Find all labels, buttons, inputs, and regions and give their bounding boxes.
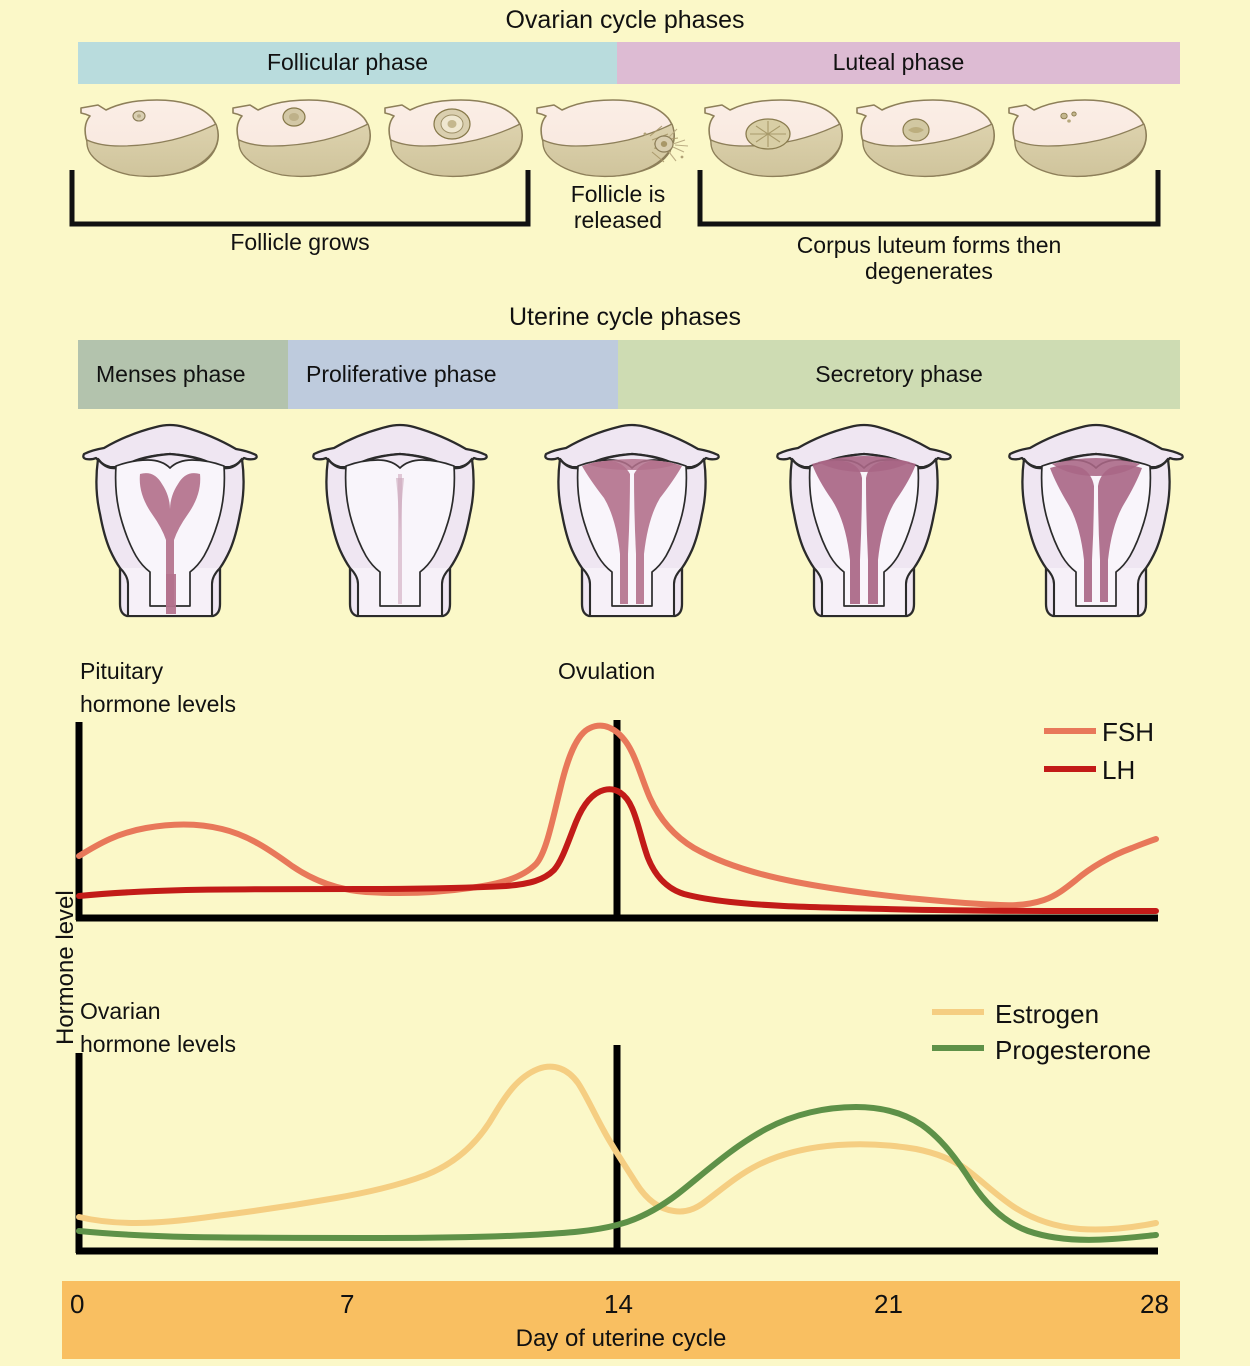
ovarian-legend-swatches xyxy=(932,1009,984,1051)
day-tick-0: 0 xyxy=(70,1289,85,1319)
day-tick-21: 21 xyxy=(874,1289,903,1319)
uterine-phase-bar: Menses phase Proliferative phase Secreto… xyxy=(78,340,1180,409)
day-tick-14: 14 xyxy=(604,1289,633,1319)
phase-secretory[interactable]: Secretory phase xyxy=(618,340,1180,409)
legend-progesterone-label: Progesterone xyxy=(995,1035,1152,1065)
uterus-stage-4-secretory-mid xyxy=(776,423,952,618)
ovary-stage-7 xyxy=(1008,99,1148,178)
uterus-stage-3-secretory-early xyxy=(544,423,720,618)
pituitary-chart-title: Pituitary hormone levels xyxy=(80,658,236,718)
uterus-illustration-row xyxy=(82,423,1184,618)
phase-luteal-label: Luteal phase xyxy=(832,49,965,76)
bracket-label-follicle-grows: Follicle grows xyxy=(230,229,370,255)
bracket-label-corpus-luteum: Corpus luteum forms then degenerates xyxy=(796,232,1062,284)
ovary-illustration-row xyxy=(80,99,1148,178)
ovary-stage-3 xyxy=(384,99,524,178)
legend-fsh-label: FSH xyxy=(1102,717,1154,747)
day-tick-7: 7 xyxy=(340,1289,355,1319)
ovarian-chart-title: Ovarian hormone levels xyxy=(80,998,236,1058)
pituitary-hormone-chart xyxy=(75,720,1159,922)
phase-follicular[interactable]: Follicular phase xyxy=(78,42,617,84)
ovarian-cycle-title: Ovarian cycle phases xyxy=(505,6,745,34)
ovary-stage-4 xyxy=(536,99,689,178)
series-progesterone-line xyxy=(76,1104,1159,1243)
uterus-stage-2-proliferative xyxy=(312,423,488,618)
series-lh-line xyxy=(76,786,1159,914)
legend-lh-label: LH xyxy=(1102,755,1136,785)
day-axis-bar: 0 7 14 21 28 Day of uterine cycle xyxy=(62,1281,1180,1359)
phase-proliferative[interactable]: Proliferative phase xyxy=(288,340,618,409)
series-fsh-line xyxy=(76,722,1159,909)
phase-menses[interactable]: Menses phase xyxy=(78,340,288,409)
uterine-cycle-title: Uterine cycle phases xyxy=(508,303,742,331)
ovary-stage-6 xyxy=(856,99,996,178)
ovary-stage-2 xyxy=(232,99,372,178)
day-axis-title: Day of uterine cycle xyxy=(515,1325,727,1352)
legend-estrogen-label: Estrogen xyxy=(995,999,1100,1029)
ovarian-phase-bar: Follicular phase Luteal phase xyxy=(78,42,1180,84)
ovarian-brackets xyxy=(69,170,1161,227)
bracket-label-follicle-released: Follicle is released xyxy=(570,181,666,233)
phase-proliferative-label: Proliferative phase xyxy=(306,360,497,387)
ovulation-annotation: Ovulation xyxy=(558,658,656,684)
ovary-stage-5 xyxy=(704,99,844,178)
ovarian-hormone-chart xyxy=(75,1045,1159,1255)
phase-luteal[interactable]: Luteal phase xyxy=(617,42,1180,84)
pituitary-legend-swatches xyxy=(1044,728,1096,772)
day-tick-28: 28 xyxy=(1140,1289,1169,1319)
phase-menses-label: Menses phase xyxy=(96,360,246,387)
uterus-stage-1-menses xyxy=(82,423,258,618)
phase-follicular-label: Follicular phase xyxy=(266,49,429,76)
ovary-stage-1 xyxy=(80,99,220,178)
phase-secretory-label: Secretory phase xyxy=(815,360,983,387)
uterus-stage-5-secretory-late xyxy=(1008,423,1184,618)
